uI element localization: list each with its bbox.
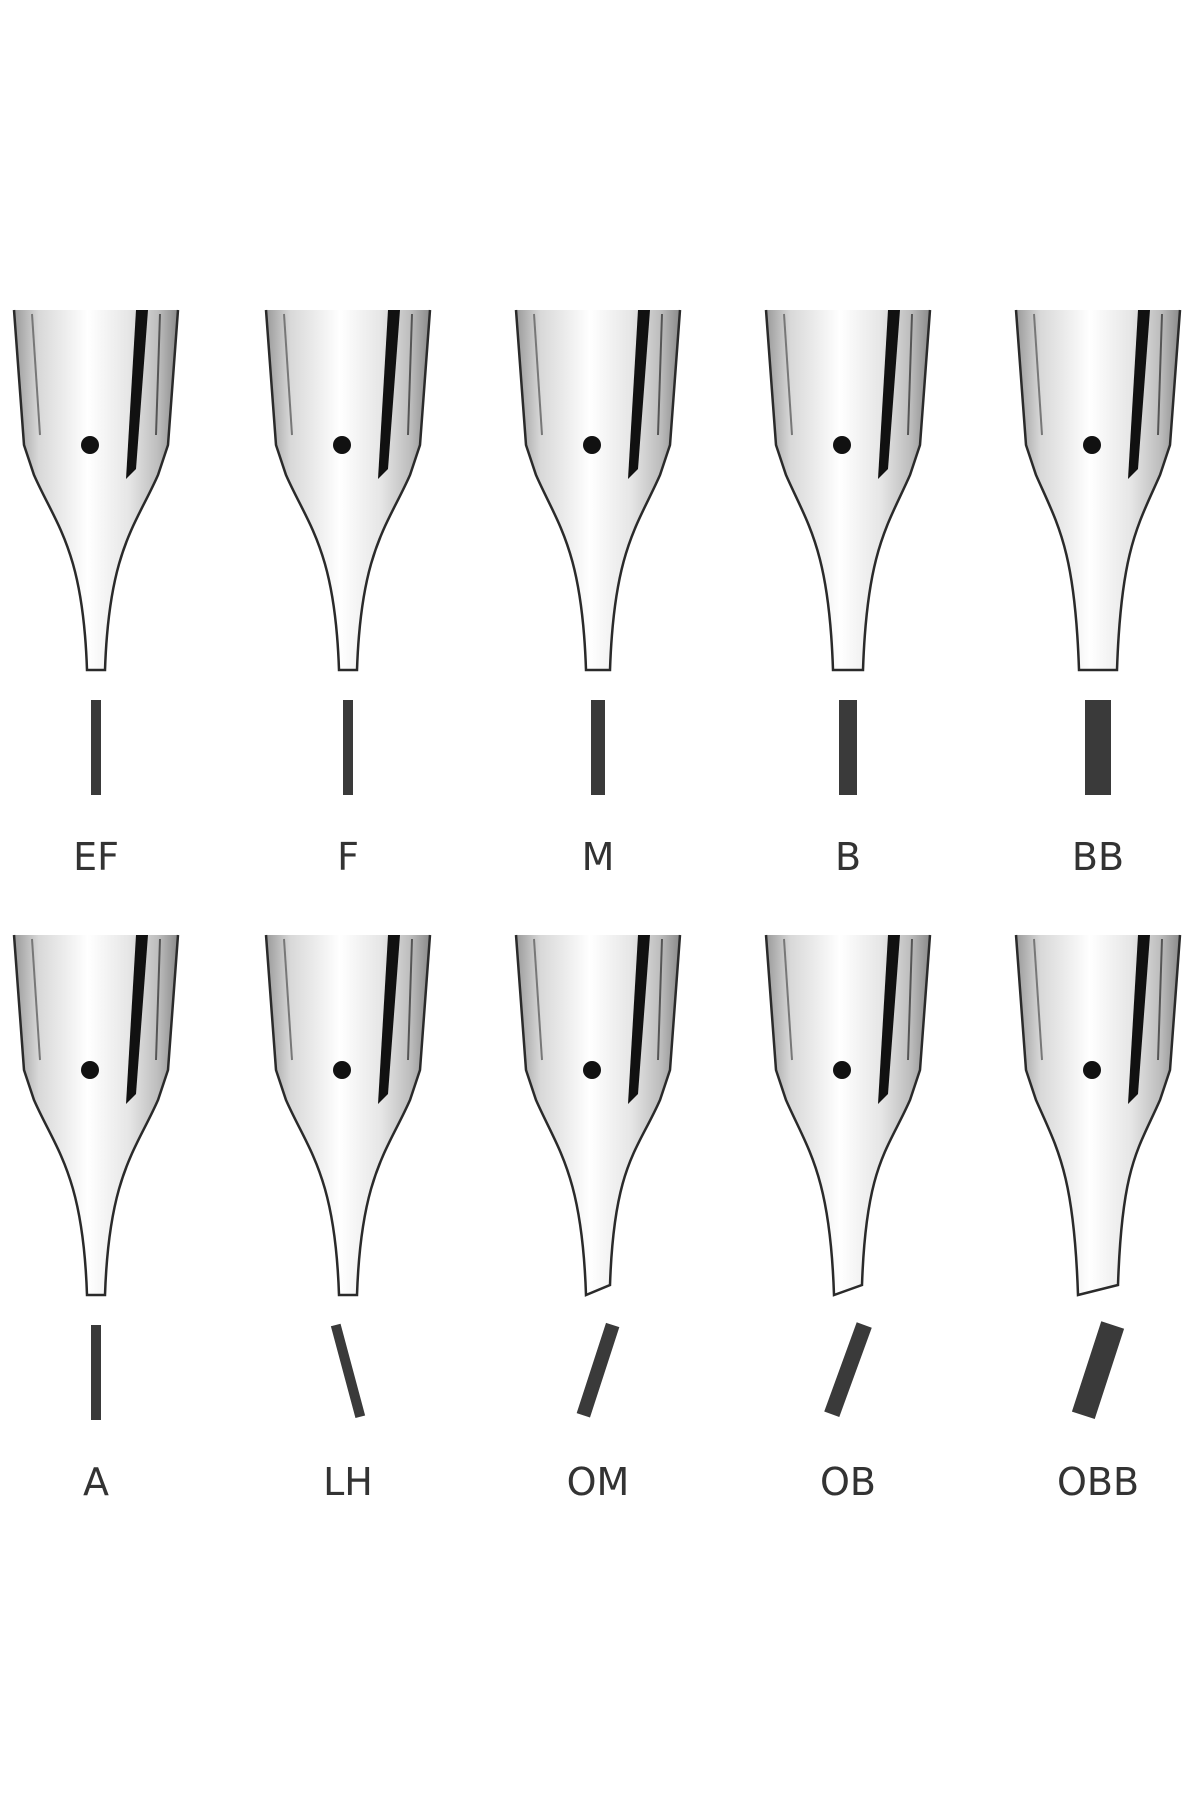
- nib-shadow-band: [1128, 935, 1150, 1104]
- nib-edge-line: [1033, 313, 1043, 436]
- nib-shadow-band: [378, 935, 400, 1104]
- nib-edge-line: [283, 938, 293, 1061]
- nib-body: [514, 934, 682, 1297]
- stroke-sample: [824, 1322, 872, 1418]
- nib-label: B: [835, 835, 861, 879]
- breather-hole: [333, 1061, 351, 1079]
- nib-edge-line: [657, 938, 663, 1061]
- nib-ob: OB: [764, 934, 932, 1504]
- nib-f: F: [264, 309, 432, 879]
- nib-edge-line: [783, 313, 793, 436]
- nib-m: M: [514, 309, 682, 879]
- nib-shadow-band: [878, 310, 900, 479]
- nib-label: M: [582, 835, 615, 879]
- nib-edge-line: [1157, 938, 1163, 1061]
- nib-ef: EF: [12, 309, 180, 879]
- breather-hole: [1083, 1061, 1101, 1079]
- nib-edge-line: [783, 938, 793, 1061]
- nib-edge-line: [533, 938, 543, 1061]
- nib-label: F: [337, 835, 359, 879]
- nib-edge-line: [155, 938, 161, 1061]
- nib-body: [264, 309, 432, 672]
- nib-obb: OBB: [1014, 934, 1182, 1504]
- nib-edge-line: [533, 313, 543, 436]
- nib-edge-line: [1033, 938, 1043, 1061]
- nib-b: B: [764, 309, 932, 879]
- nib-label: OM: [567, 1460, 630, 1504]
- nib-body: [264, 934, 432, 1297]
- nib-lh: LH: [264, 934, 432, 1504]
- nib-label: EF: [73, 835, 119, 879]
- nib-om: OM: [514, 934, 682, 1504]
- breather-hole: [81, 1061, 99, 1079]
- nib-edge-line: [31, 313, 41, 436]
- nib-shadow-band: [1128, 310, 1150, 479]
- nib-body: [514, 309, 682, 672]
- breather-hole: [833, 1061, 851, 1079]
- nib-label: OB: [820, 1460, 876, 1504]
- nib-edge-line: [31, 938, 41, 1061]
- nib-shadow-band: [126, 935, 148, 1104]
- nib-bb: BB: [1014, 309, 1182, 879]
- nib-label: BB: [1072, 835, 1124, 879]
- nib-shadow-band: [378, 310, 400, 479]
- nib-shadow-band: [628, 310, 650, 479]
- nib-label: A: [83, 1460, 109, 1504]
- nib-body: [764, 309, 932, 672]
- nib-edge-line: [657, 313, 663, 436]
- stroke-sample: [1071, 1321, 1125, 1420]
- breather-hole: [333, 436, 351, 454]
- breather-hole: [81, 436, 99, 454]
- breather-hole: [583, 436, 601, 454]
- nib-body: [764, 934, 932, 1297]
- nib-label: LH: [323, 1460, 373, 1504]
- nib-label: OBB: [1057, 1460, 1139, 1504]
- nib-edge-line: [407, 313, 413, 436]
- nib-edge-line: [407, 938, 413, 1061]
- nib-edge-line: [907, 938, 913, 1061]
- nib-body: [1014, 934, 1182, 1297]
- breather-hole: [833, 436, 851, 454]
- nib-shadow-band: [628, 935, 650, 1104]
- nib-edge-line: [155, 313, 161, 436]
- breather-hole: [1083, 436, 1101, 454]
- nib-edge-line: [1157, 313, 1163, 436]
- nib-body: [12, 309, 180, 672]
- nib-body: [1014, 309, 1182, 672]
- nib-a: A: [12, 934, 180, 1504]
- nib-shadow-band: [126, 310, 148, 479]
- breather-hole: [583, 1061, 601, 1079]
- nib-edge-line: [907, 313, 913, 436]
- nib-body: [12, 934, 180, 1297]
- stroke-sample: [576, 1322, 620, 1418]
- stroke-sample: [330, 1323, 366, 1419]
- nib-edge-line: [283, 313, 293, 436]
- nib-shadow-band: [878, 935, 900, 1104]
